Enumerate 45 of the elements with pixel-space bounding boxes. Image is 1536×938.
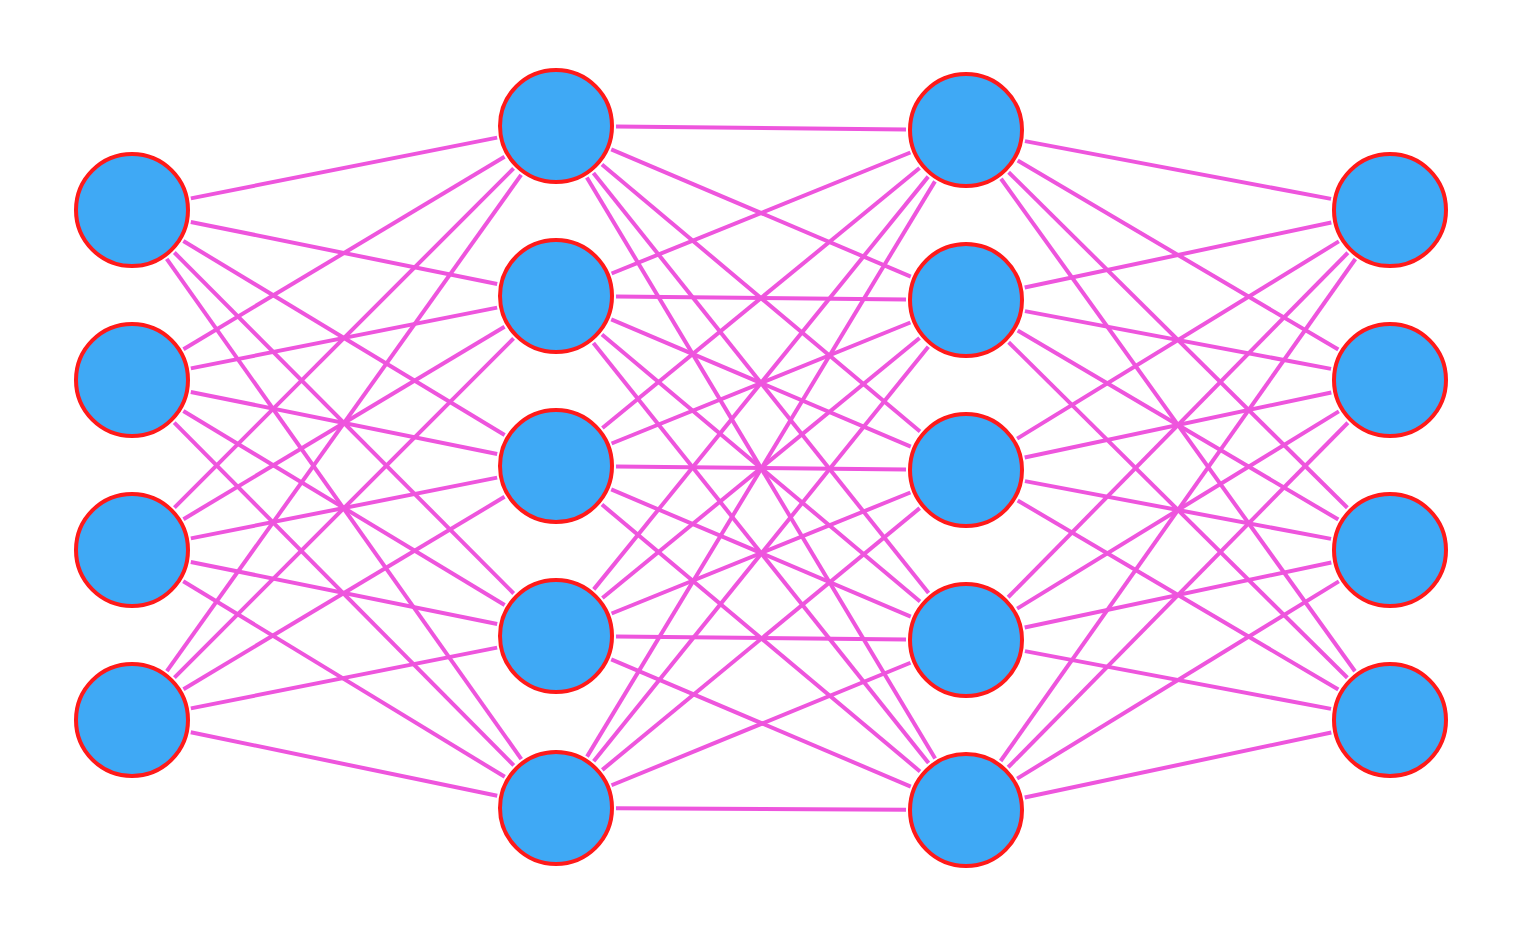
connection-line [165, 257, 523, 761]
connection-line [190, 389, 498, 457]
connection-line [1016, 579, 1340, 781]
connection-line [173, 167, 515, 509]
connection-line [182, 325, 506, 521]
connection-line [1006, 251, 1350, 599]
connection-line [1024, 390, 1332, 460]
connection-line [190, 475, 498, 541]
connection-line [1016, 409, 1340, 611]
connection-line [190, 730, 498, 798]
connection-line [999, 177, 1357, 673]
connection-line [190, 135, 498, 201]
connection-line [616, 634, 906, 642]
connection-line [1024, 560, 1332, 630]
connection-line [1016, 239, 1340, 441]
connection-line [616, 124, 906, 132]
connection-line [182, 579, 506, 779]
connection-line [172, 251, 516, 595]
connection-line [182, 495, 506, 691]
connection-line [1007, 170, 1349, 510]
connection-line [1024, 649, 1332, 711]
connection-line [1024, 479, 1332, 541]
connection-line [1016, 498, 1340, 692]
connection-line [616, 294, 906, 302]
connection-line [173, 337, 515, 679]
connection-line [172, 421, 516, 767]
connection-line [182, 155, 506, 351]
connection-line [999, 257, 1357, 763]
connection-line [1016, 328, 1340, 522]
connection-line [190, 219, 498, 287]
connection-line [1006, 421, 1350, 769]
connection-line [190, 645, 498, 711]
connection-line [165, 173, 523, 673]
connection-line [182, 409, 506, 607]
connection-line [190, 305, 498, 371]
connection-line [616, 464, 906, 472]
connection-line [1007, 340, 1349, 680]
connection-line [1024, 730, 1332, 800]
connection-line [1024, 139, 1332, 201]
connection-line [1024, 220, 1332, 290]
connection-line [1024, 309, 1332, 371]
connection-line [182, 239, 506, 437]
connection-line [616, 806, 906, 812]
connection-line [190, 559, 498, 627]
connection-line [1016, 158, 1340, 352]
